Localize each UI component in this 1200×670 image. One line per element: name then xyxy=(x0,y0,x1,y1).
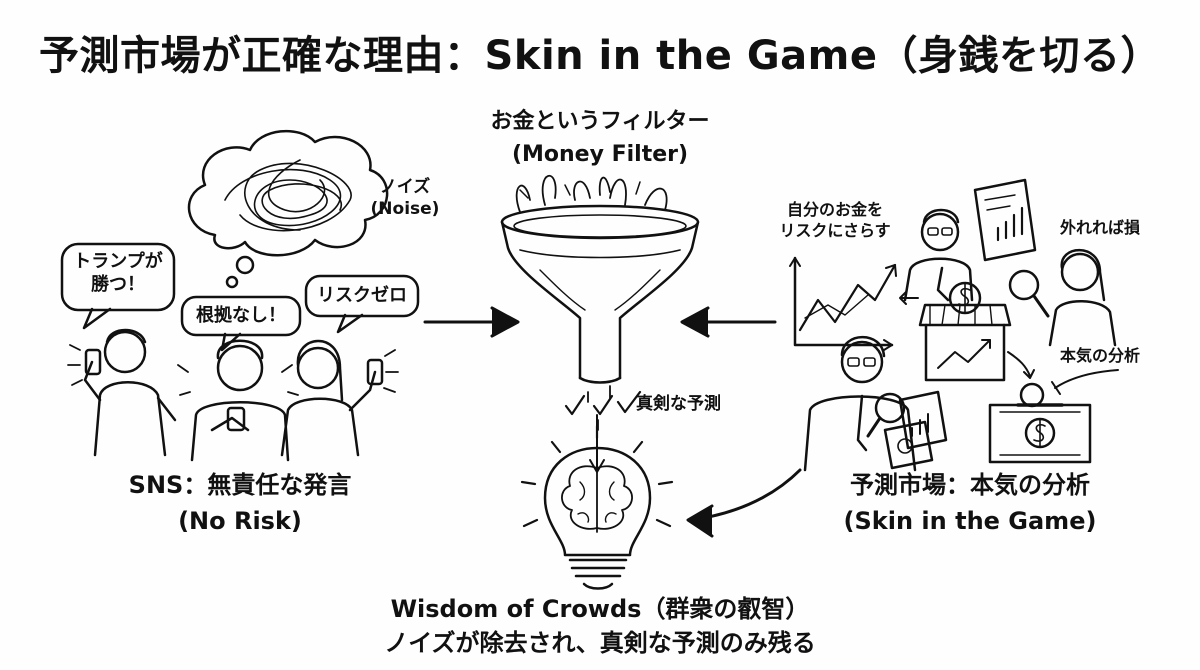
analysis-papers-icon xyxy=(883,390,948,470)
bubble-zero-risk-text: リスクゼロ xyxy=(317,285,407,306)
own-money-note: 自分のお金を リスクにさらす xyxy=(770,200,900,242)
phone-icon xyxy=(84,348,102,376)
sns-subtitle: (No Risk) xyxy=(178,507,302,535)
coin-icon xyxy=(948,281,982,315)
own-money-line2: リスクにさらす xyxy=(779,220,891,240)
investor-person-top xyxy=(903,208,974,302)
arrow-funnel-to-bulb xyxy=(589,414,605,473)
analyst-person xyxy=(803,335,917,472)
speech-bubble-trump xyxy=(60,242,176,330)
bubble-trump-text: トランプが 勝つ！ xyxy=(62,250,174,297)
magnifier-icon xyxy=(874,392,906,424)
serious-analysis-note: 本気の分析 xyxy=(1059,346,1140,365)
phone-icon xyxy=(366,358,384,386)
sns-person-right xyxy=(280,339,399,457)
arrow-left-to-funnel xyxy=(423,306,520,338)
check-icon xyxy=(564,385,642,431)
money-box-icon xyxy=(988,369,1119,464)
bubble-trump-line2: 勝つ！ xyxy=(91,274,145,296)
speech-bubble-no-basis xyxy=(180,295,302,352)
bubble-trump-line1: トランプが xyxy=(73,251,163,272)
noise-cloud-icon xyxy=(187,129,389,289)
money-filter-label: お金というフィルター xyxy=(490,109,710,134)
lightbulb-brain-icon xyxy=(520,424,674,590)
woman-magnifier xyxy=(1008,248,1117,347)
wisdom-subtitle: ノイズが除去され、真剣な予測のみ残る xyxy=(384,629,816,657)
funnel-icon xyxy=(500,175,700,384)
arrow-right-to-funnel xyxy=(680,306,777,338)
arrow-shop-down xyxy=(1007,351,1035,379)
phone-icon xyxy=(226,406,246,432)
wisdom-title: Wisdom of Crowds（群衆の叡智） xyxy=(390,595,810,623)
own-money-line1: 自分のお金を xyxy=(786,200,883,219)
serious-prediction-label: 真剣な予測 xyxy=(636,394,721,414)
money-filter-label-en: (Money Filter) xyxy=(511,142,689,167)
sns-person-left xyxy=(67,328,177,457)
noise-label: ノイズ (Noise) xyxy=(350,176,460,220)
sns-title: SNS：無責任な発言 xyxy=(128,471,352,499)
report-document-icon xyxy=(973,178,1037,262)
arrow-shop-left xyxy=(899,291,919,305)
speech-bubble-zero-risk xyxy=(304,274,420,334)
bubble-no-basis-text: 根拠なし！ xyxy=(196,305,286,326)
noise-label-en: (Noise) xyxy=(370,199,440,220)
arrow-market-to-bulb xyxy=(686,468,802,538)
magnifier-icon xyxy=(1008,269,1040,301)
page-title: 予測市場が正確な理由：Skin in the Game（身銭を切る） xyxy=(39,33,1161,79)
sns-person-middle xyxy=(177,339,299,462)
noise-label-ja: ノイズ xyxy=(379,177,431,197)
shop-icon xyxy=(918,303,1012,382)
loss-note: 外れれば損 xyxy=(1059,218,1140,237)
prediction-market-title: 予測市場：本気の分析 xyxy=(850,471,1090,499)
prediction-market-subtitle: (Skin in the Game) xyxy=(843,507,1097,535)
chart-icon xyxy=(789,256,897,351)
